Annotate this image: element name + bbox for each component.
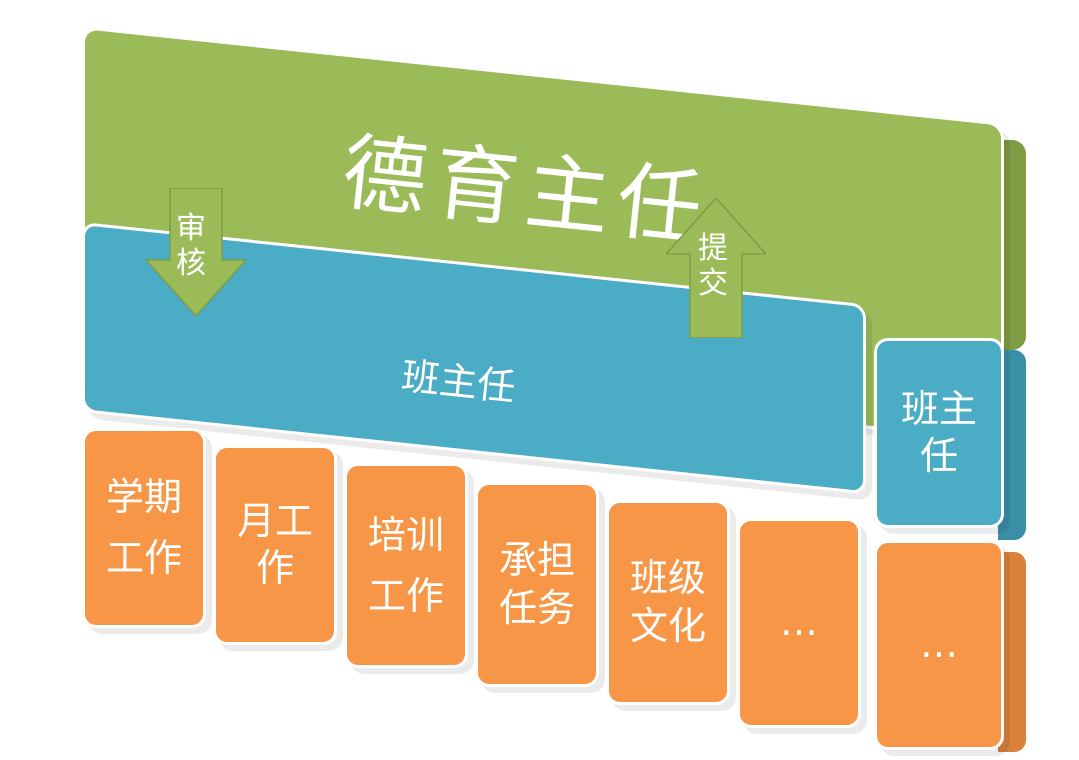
bottom-block: 培训 工作 bbox=[344, 463, 468, 668]
review-arrow-down-icon bbox=[146, 188, 246, 318]
bottom-block-label: 月工 作 bbox=[236, 498, 313, 591]
bottom-block-label: 培训 工作 bbox=[367, 512, 444, 618]
bottom-block-label: 班级 文化 bbox=[629, 556, 706, 648]
submit-arrow-label: 提 交 bbox=[698, 231, 728, 301]
review-arrow-label: 审 核 bbox=[176, 211, 206, 281]
bottom-block: … bbox=[737, 518, 861, 728]
middle-block-label: 班主任 bbox=[399, 353, 518, 410]
submit-arrow-up-icon bbox=[666, 198, 766, 338]
bottom-block-label: … bbox=[920, 622, 958, 667]
bottom-block: 学期 工作 bbox=[82, 428, 206, 628]
bottom-block-label: … bbox=[780, 600, 818, 645]
middle-side-block-label: 班主 任 bbox=[900, 386, 977, 479]
bottom-block: 承担 任务 bbox=[475, 482, 599, 687]
bottom-block: 班级 文化 bbox=[606, 500, 730, 705]
middle-side-block: 班主 任 bbox=[874, 338, 1004, 528]
bottom-block: … bbox=[874, 540, 1004, 750]
bottom-block: 月工 作 bbox=[213, 445, 337, 645]
bottom-block-label: 承担 任务 bbox=[498, 538, 575, 630]
bottom-block-label: 学期 工作 bbox=[105, 475, 182, 580]
